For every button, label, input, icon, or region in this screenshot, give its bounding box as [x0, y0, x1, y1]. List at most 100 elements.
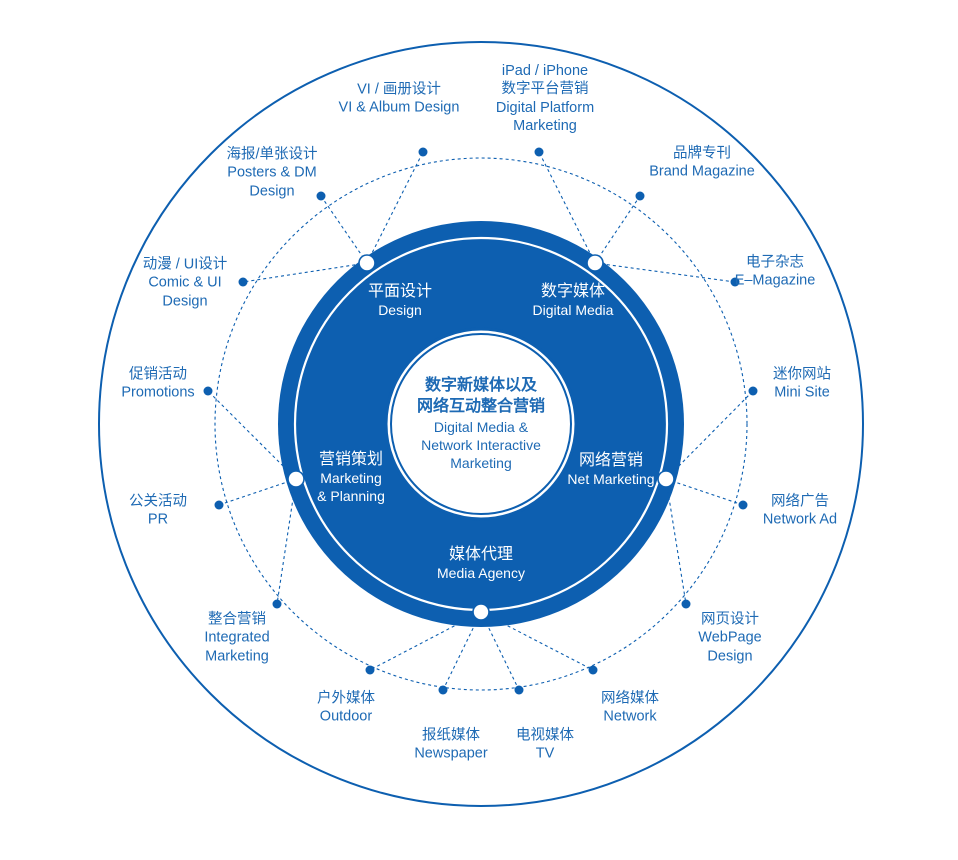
leaf-label-line: VI / 画册设计 — [357, 81, 441, 98]
leaf-label-line: 户外媒体 — [317, 690, 375, 707]
leaf-label-tv: 电视媒体 TV — [516, 727, 574, 764]
leaf-label-pr: 公关活动 PR — [129, 493, 187, 530]
center-title-en: Marketing — [450, 454, 512, 471]
leaf-label-network: 网络媒体 Network — [601, 690, 659, 727]
leaf-label-line: PR — [147, 512, 169, 528]
center-title-zh: 网络互动整合营销 — [416, 397, 546, 415]
leaf-label-line: VI & Album Design — [338, 100, 460, 116]
leaf-label-line: Network — [603, 709, 657, 725]
hub-label-zh: 平面设计 — [367, 282, 433, 300]
leaf-label-line: Mini Site — [774, 385, 830, 401]
leaf-label-line: Network Ad — [762, 512, 838, 528]
leaf-label-line: 迷你网站 — [773, 366, 831, 383]
connector-brand-magazine — [594, 195, 641, 264]
hub-label-zh: 数字媒体 — [540, 282, 605, 300]
center-title-zh: 数字新媒体以及 — [424, 376, 538, 394]
connector-outdoor — [369, 611, 482, 671]
node-dot-posters-dm — [316, 191, 326, 201]
node-dot-network-ad — [738, 500, 748, 510]
node-dot-ipad-iphone — [534, 147, 544, 157]
leaf-label-line: TV — [535, 746, 555, 762]
hub-node-media-agency — [472, 603, 490, 621]
dashed-ring — [214, 157, 748, 691]
hub-node-design — [358, 254, 376, 272]
hub-label-en: Design — [378, 302, 422, 319]
connector-pr — [218, 478, 297, 506]
leaf-label-line: 数字平台营销 — [501, 81, 589, 98]
leaf-label-outdoor: 户外媒体 Outdoor — [317, 690, 375, 727]
connector-mini-site — [665, 390, 754, 480]
hub-node-digital-media — [586, 254, 604, 272]
leaf-label-line: 电视媒体 — [516, 727, 574, 744]
leaf-label-line: Promotions — [121, 385, 195, 401]
connector-network — [480, 611, 594, 671]
leaf-label-line: Posters & DM — [227, 164, 317, 181]
leaf-label-line: 网络媒体 — [601, 690, 659, 707]
node-dot-tv — [514, 685, 524, 695]
leaf-label-line: 网页设计 — [700, 611, 759, 628]
leaf-label-vi-album: VI / 画册设计 VI & Album Design — [339, 81, 460, 118]
leaf-label-line: Digital Platform — [495, 100, 595, 116]
center-title-en: Digital Media & — [433, 418, 529, 435]
node-dot-mini-site — [748, 386, 758, 396]
node-dot-brand-magazine — [635, 191, 645, 201]
connector-webpage-design — [665, 478, 687, 605]
connector-vi-album — [366, 151, 424, 264]
leaf-label-line: Design — [249, 183, 295, 200]
leaf-label-line: Integrated — [204, 629, 270, 646]
center-inner-ring — [390, 333, 572, 515]
node-dot-pr — [214, 500, 224, 510]
node-dot-network — [588, 665, 598, 675]
hub-node-marketing-planning — [287, 470, 305, 488]
leaf-label-line: Design — [707, 648, 753, 665]
connector-promotions — [207, 390, 297, 480]
hub-label-zh: 媒体代理 — [448, 545, 514, 563]
connector-comic-ui — [242, 262, 368, 283]
node-dot-newspaper — [438, 685, 448, 695]
leaf-label-line: 网络广告 — [771, 493, 829, 510]
leaf-label-line: 海报/单张设计 — [226, 146, 318, 163]
connector-tv — [480, 611, 520, 691]
center-disc — [391, 334, 571, 514]
leaf-label-line: Newspaper — [414, 746, 488, 762]
node-dot-e-magazine — [730, 277, 740, 287]
leaf-label-line: 电子杂志 — [745, 254, 804, 271]
leaf-label-line: Marketing — [513, 118, 577, 135]
node-dot-webpage-design — [681, 599, 691, 609]
connector-newspaper — [442, 611, 482, 691]
leaf-label-line: 报纸媒体 — [422, 727, 480, 744]
node-dot-integrated-marketing — [272, 599, 282, 609]
leaf-label-line: Marketing — [205, 648, 269, 665]
leaf-label-line: WebPage — [698, 629, 762, 646]
hub-label-en: & Planning — [317, 488, 385, 505]
leaf-label-line: 整合营销 — [208, 611, 266, 628]
hub-label-en: Marketing — [320, 470, 382, 487]
leaf-label-newspaper: 报纸媒体 Newspaper — [414, 727, 487, 764]
connector-integrated-marketing — [276, 478, 297, 605]
leaf-label-line: Outdoor — [319, 709, 373, 725]
leaf-label-line: 公关活动 — [129, 493, 187, 510]
hub-label-en: Media Agency — [437, 565, 525, 582]
outer-ring — [98, 41, 864, 807]
center-title-en: Network Interactive — [421, 436, 541, 453]
leaf-label-line: Brand Magazine — [649, 164, 755, 180]
leaf-label-line: Design — [162, 293, 208, 310]
hub-label-en: Net Marketing — [567, 471, 655, 488]
leaf-label-line: Comic & UI — [148, 274, 222, 291]
hub-label-media-agency: 媒体代理 Media Agency — [437, 545, 525, 583]
center-label: 数字新媒体以及网络互动整合营销 Digital Media &Network In… — [417, 376, 545, 472]
connector-network-ad — [665, 478, 744, 506]
leaf-label-line: iPad / iPhone — [501, 63, 589, 80]
